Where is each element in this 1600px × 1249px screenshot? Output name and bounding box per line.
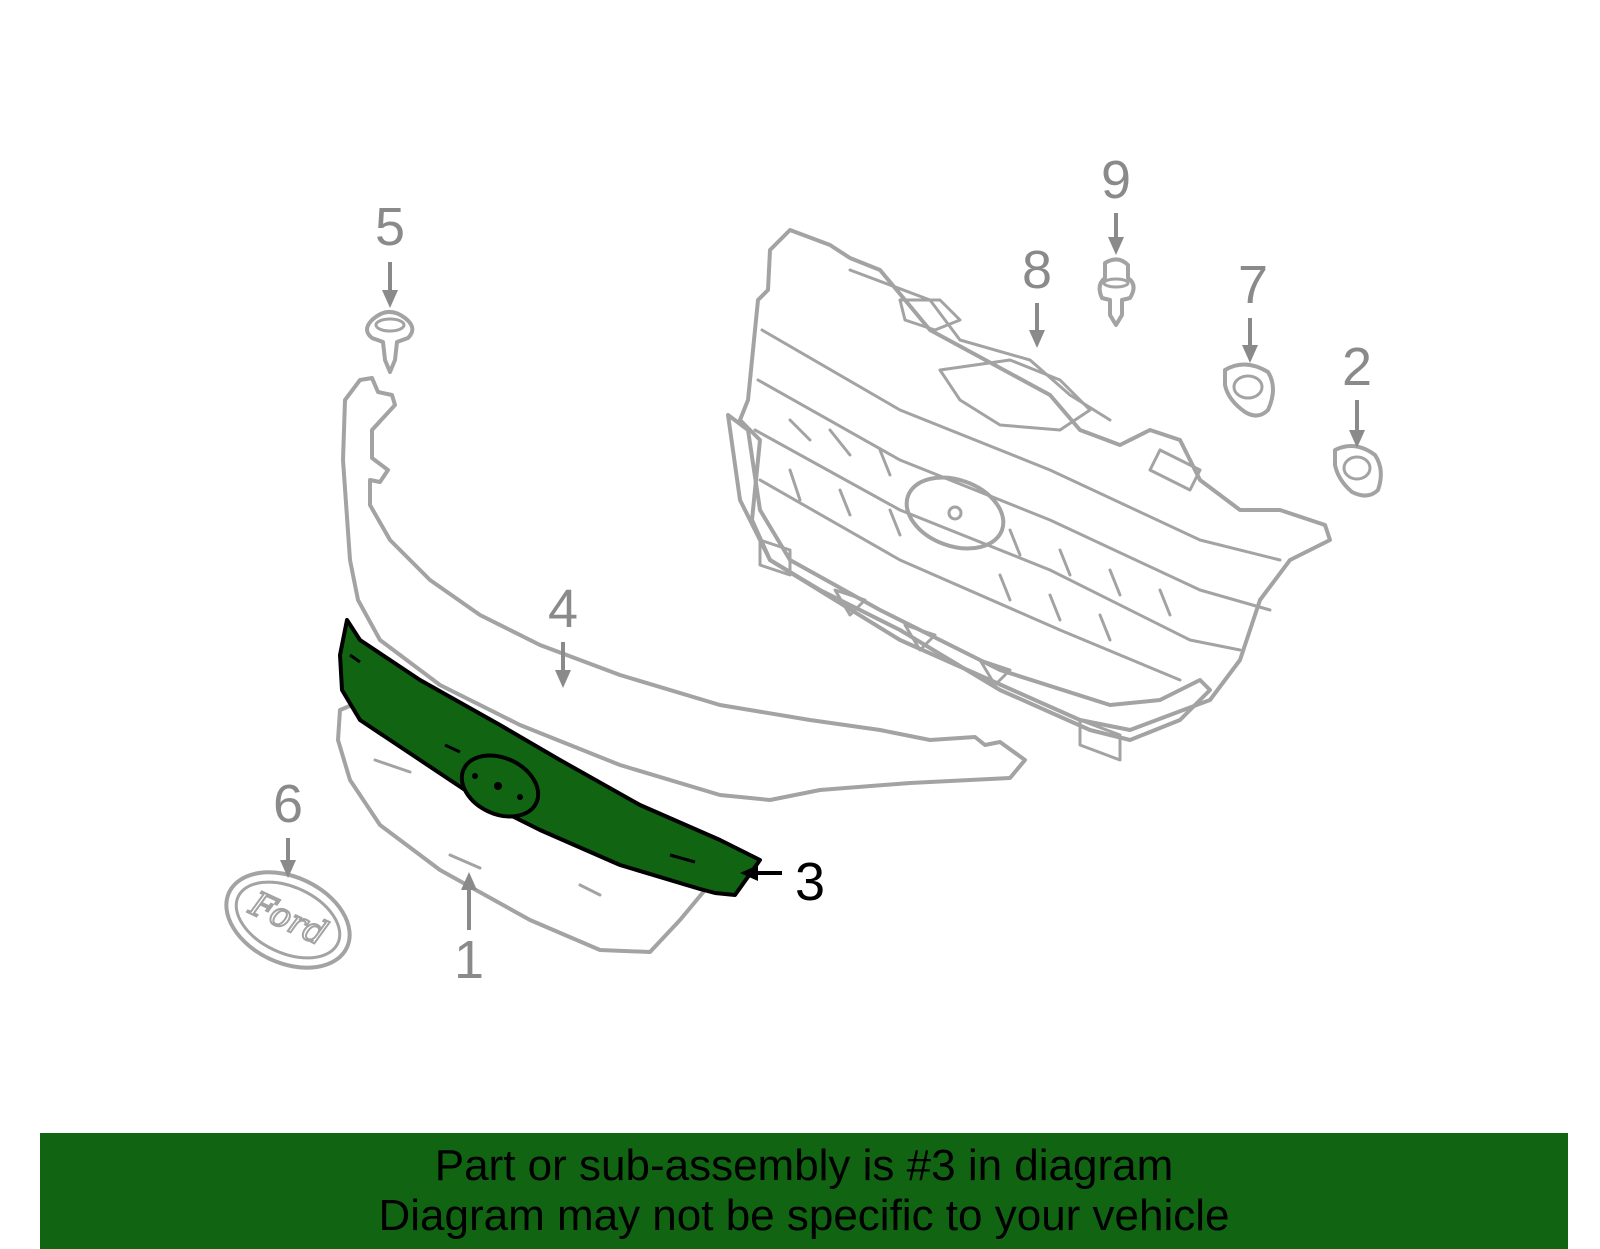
callout-9: 9 [1101,150,1131,255]
part-8-grille-assembly [726,228,1332,762]
callout-4: 4 [548,579,578,688]
callout-8-number: 8 [1022,240,1052,300]
part-5-clip [365,310,415,374]
info-banner: Part or sub-assembly is #3 in diagram Di… [40,1133,1568,1249]
callout-7: 7 [1238,255,1268,363]
callout-4-number: 4 [548,579,578,639]
callout-1: 1 [454,872,484,990]
callout-3: 3 [740,852,825,912]
callout-2: 2 [1342,337,1372,448]
banner-line-1: Part or sub-assembly is #3 in diagram [434,1141,1174,1190]
callout-3-number: 3 [795,852,825,912]
banner-line-2: Diagram may not be specific to your vehi… [378,1191,1230,1240]
callout-9-number: 9 [1101,150,1131,210]
callout-2-number: 2 [1342,337,1372,397]
callout-6-number: 6 [273,774,303,834]
callout-8: 8 [1022,240,1052,348]
part-9-screw-clip [1097,257,1136,327]
emblem-script: Ford [243,884,334,955]
callout-1-number: 1 [454,930,484,990]
part-3-highlighted-molding [338,618,762,897]
part-2-grommet [1333,444,1383,498]
part-7-grommet [1223,362,1275,418]
callout-5-number: 5 [375,197,405,257]
callout-7-number: 7 [1238,255,1268,315]
part-4-upper-bar [341,376,1027,802]
callout-5: 5 [375,197,405,308]
callout-6: 6 [273,774,303,878]
